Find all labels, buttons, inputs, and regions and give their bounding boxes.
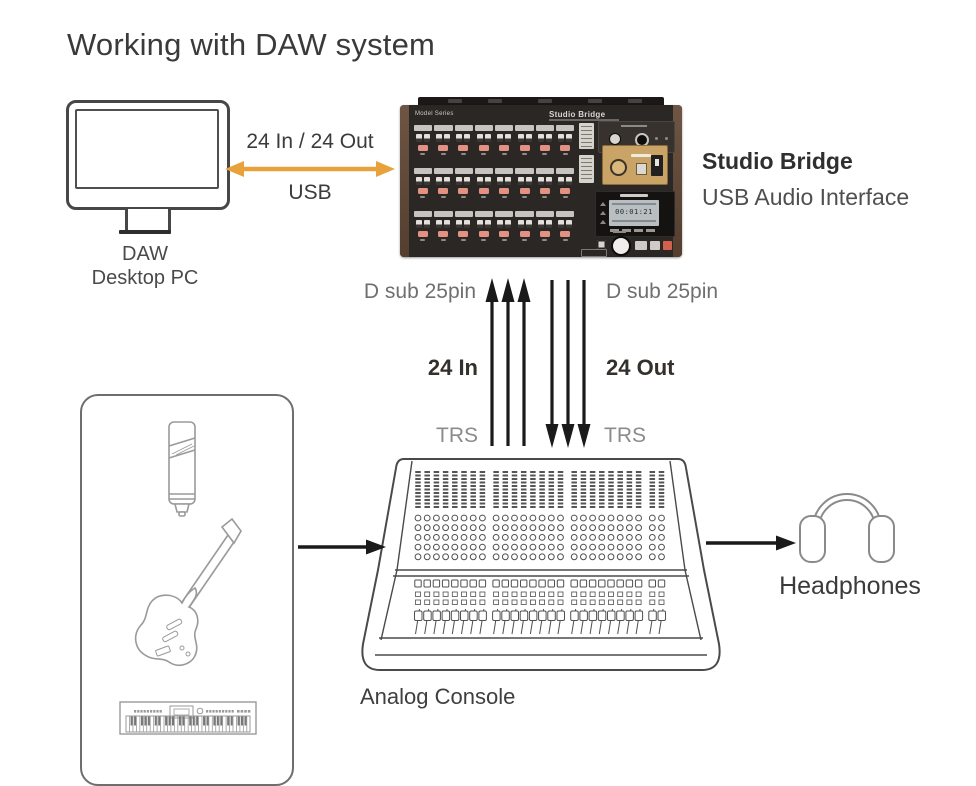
device-wood-side-left [400,105,409,257]
gold-subpanel [602,145,668,185]
jog-knob [611,236,631,256]
desktop-pc-icon [66,100,230,210]
dsub-trs-arrows-icon [485,278,591,448]
trs-right-label: TRS [604,424,646,447]
console-label: Analog Console [360,684,516,709]
device-name-label: Studio Bridge [702,148,853,174]
device-panel-name-subline [549,119,619,121]
lcd-timecode: 00:01:21 [615,208,653,216]
device-model-series-text: Model Series [415,111,454,117]
pc-label-line2: Desktop PC [91,267,199,289]
record-button [663,241,672,250]
device-panel-name-text: Studio Bridge [549,110,606,119]
sources-to-console-arrow-icon [298,539,386,555]
dsub-right-label: D sub 25pin [606,280,719,303]
transport-button-2 [650,241,660,250]
pc-screen [75,109,219,189]
headphones-label: Headphones [779,572,921,600]
sources-box [80,394,294,786]
transport-button-1 [635,241,647,250]
usb-label: USB [288,181,332,204]
microphone-icon [168,421,196,517]
guitar-icon [134,517,242,666]
pc-base [119,230,171,234]
usb-channels-label: 24 In / 24 Out [246,130,374,153]
routing-chart-label-2 [579,155,594,183]
device-front-panel: Model Series Studio Bridge [409,107,675,257]
usb-arrow-icon [225,161,395,177]
monitor-knob [609,133,621,145]
dsub-left-label: D sub 25pin [363,280,476,303]
device-wood-side-right [673,105,682,257]
device-badge [581,249,607,257]
stop-button [597,240,606,249]
analog-console-icon [361,458,721,671]
console-controls [414,471,666,635]
headphones-icon [799,493,895,563]
lcd-screen: 00:01:21 [609,200,659,226]
pc-label-line1: DAW [122,243,168,265]
out-count-label: 24 Out [606,355,675,380]
keyboard-icon [119,701,257,735]
console-to-headphones-arrow-icon [706,535,796,551]
display-section: 00:01:21 [595,191,675,237]
page-title: Working with DAW system [67,27,436,62]
power-switch [651,155,663,176]
in-count-label: 24 In [427,355,478,380]
studio-bridge-device: Model Series Studio Bridge [400,97,682,259]
device-rear-connectors [418,97,664,106]
trs-left-label: TRS [436,424,478,447]
channel-strips [414,125,574,254]
device-subtitle-label: USB Audio Interface [702,184,910,210]
routing-chart-label-1 [579,123,594,149]
device-master-section: 00:01:21 [579,121,675,257]
gold-panel-knob [610,159,627,176]
